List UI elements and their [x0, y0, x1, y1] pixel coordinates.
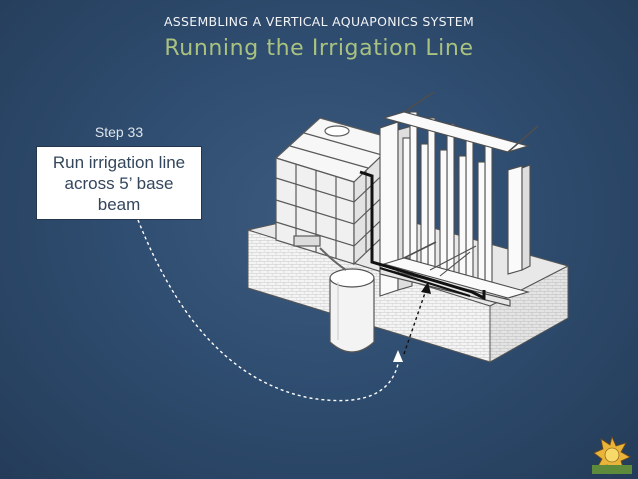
step-label: Step 33 — [94, 124, 144, 140]
sun-logo-icon — [592, 435, 632, 475]
irrigation-line — [319, 170, 486, 301]
ibc-tote — [274, 117, 400, 266]
sump-tank — [329, 268, 375, 353]
slide-title: Running the Irrigation Line — [164, 36, 474, 61]
leader-arrow — [137, 219, 431, 402]
slide-kicker: ASSEMBLING A VERTICAL AQUAPONICS SYSTEM — [163, 14, 475, 29]
step-callout-box: Run irrigation line across 5’ base beam — [36, 146, 202, 220]
step-callout-text: Run irrigation line across 5’ base beam — [52, 152, 186, 214]
